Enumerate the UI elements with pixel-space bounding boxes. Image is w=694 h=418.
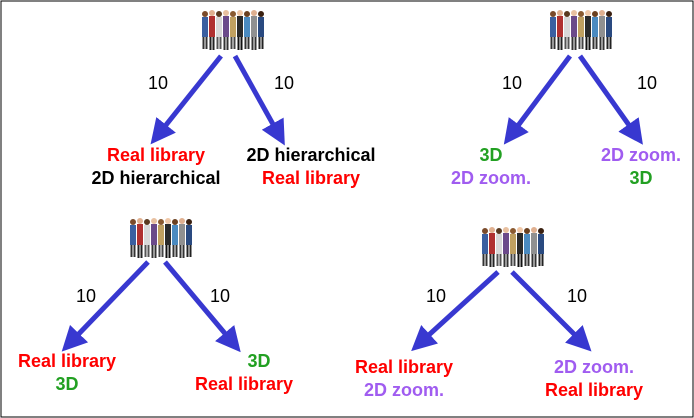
group-of-people-icon <box>550 10 612 50</box>
right-second-label: Real library <box>194 374 294 394</box>
left-first-label: Real library <box>106 145 206 165</box>
left-second-label: 2D zoom. <box>450 168 532 188</box>
right-arrow <box>510 270 592 352</box>
right-count: 10 <box>567 286 588 306</box>
right-second-label: Real library <box>544 380 644 400</box>
right-count: 10 <box>274 73 295 93</box>
right-first-label: 2D hierarchical <box>246 145 376 165</box>
left-second-label: 2D hierarchical <box>91 168 221 188</box>
right-first-label: 3D <box>247 351 271 371</box>
right-count: 10 <box>637 73 658 93</box>
group-of-people-icon <box>482 227 544 267</box>
right-count: 10 <box>210 286 231 306</box>
left-arrow <box>411 270 500 352</box>
left-first-label: 3D <box>479 145 503 165</box>
right-arrow <box>577 54 643 145</box>
left-first-label: Real library <box>354 357 454 377</box>
left-second-label: 2D zoom. <box>363 380 445 400</box>
right-arrow <box>163 260 241 353</box>
left-arrow <box>150 54 223 145</box>
left-count: 10 <box>148 73 169 93</box>
right-first-label: 2D zoom. <box>553 357 635 377</box>
group-of-people-icon <box>202 10 264 50</box>
right-second-label: Real library <box>261 168 361 188</box>
left-second-label: 3D <box>55 374 79 394</box>
left-arrow <box>503 54 573 145</box>
right-first-label: 2D zoom. <box>600 145 682 165</box>
left-count: 10 <box>502 73 523 93</box>
group-of-people-icon <box>130 218 192 258</box>
right-arrow <box>232 54 285 146</box>
left-arrow <box>61 260 150 352</box>
left-first-label: Real library <box>17 351 117 371</box>
left-count: 10 <box>426 286 447 306</box>
right-second-label: 3D <box>629 168 653 188</box>
left-count: 10 <box>76 286 97 306</box>
